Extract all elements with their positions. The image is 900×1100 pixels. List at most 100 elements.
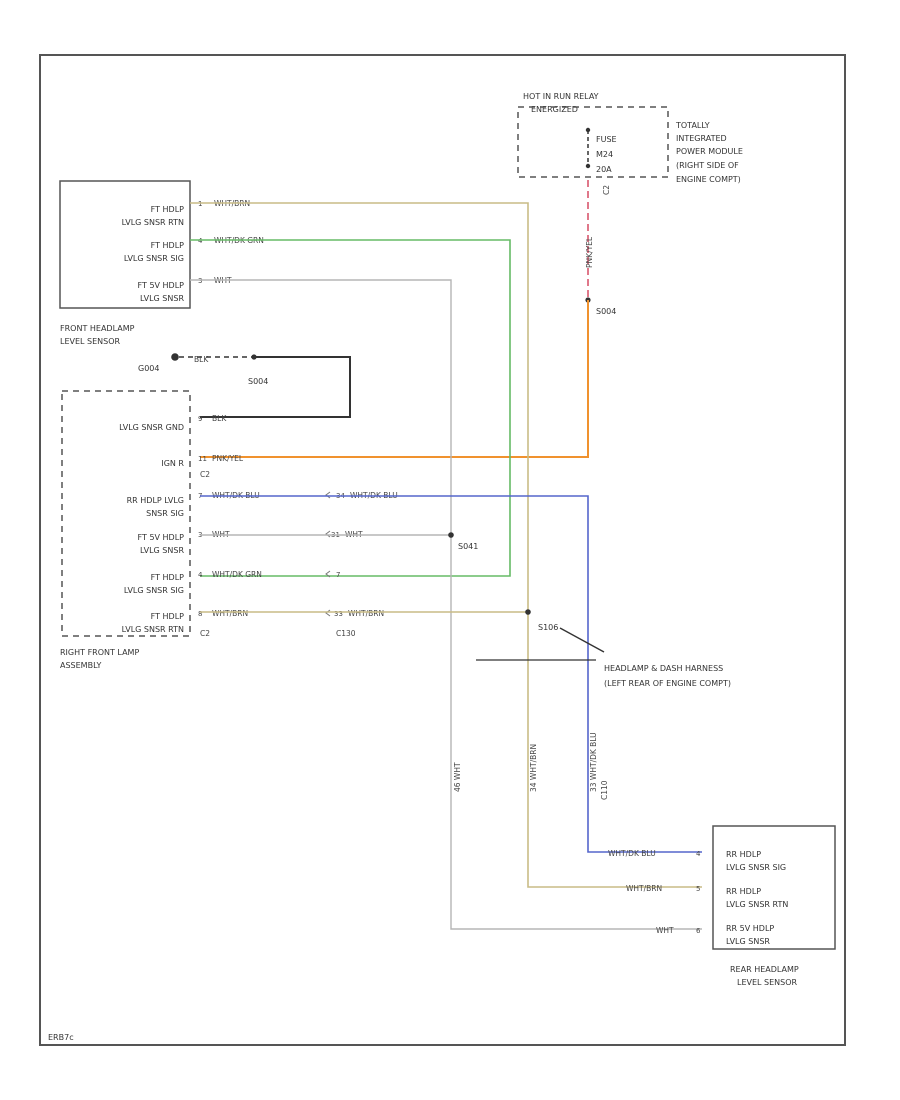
lamp-row1-name: LVLG SNSR GND	[119, 423, 184, 432]
lamp-row5-name-a: FT HDLP	[151, 573, 185, 582]
splice-s106	[525, 609, 531, 615]
tipm-label: TOTALLY INTEGRATED POWER MODULE (RIGHT S…	[675, 121, 743, 184]
wire-tan-rear-rtn	[527, 612, 702, 888]
splice-s106-label: S106	[538, 623, 558, 632]
lamp-row1-wire: BLK	[212, 414, 227, 423]
lamp-label-1: RIGHT FRONT LAMP	[60, 648, 139, 657]
fuse-label-2: M24	[596, 150, 613, 159]
vertical-label-v2: 34 WHT/BRN	[529, 744, 538, 792]
front-sensor-label-2: LEVEL SENSOR	[60, 337, 121, 346]
lamp-row6-wire: WHT/BRN	[212, 609, 248, 618]
wire-white-rear-5v	[450, 535, 702, 930]
front-row3-name-b: LVLG SNSR	[140, 294, 184, 303]
lamp-row3-name-a: RR HDLP LVLG	[127, 496, 184, 505]
lamp-row6-name-a: FT HDLP	[151, 612, 185, 621]
front-row1-name-a: FT HDLP	[151, 205, 185, 214]
ground-g004-label: G004	[138, 364, 159, 373]
s106-leader-line	[559, 627, 605, 653]
rear-row2-name-b: LVLG SNSR RTN	[726, 900, 788, 909]
harness-label-2: (LEFT REAR OF ENGINE COMPT)	[604, 679, 731, 688]
front-row3-pin: 3	[198, 277, 202, 285]
vertical-label-v3: 33 WHT/DK BLU	[589, 732, 598, 792]
front-row3-name-a: FT 5V HDLP	[138, 281, 185, 290]
diagram-frame	[39, 54, 846, 1046]
front-sensor-box	[59, 180, 191, 309]
rear-sensor-label-2: LEVEL SENSOR	[737, 978, 798, 987]
rear-sensor-row-2: WHT/BRN 5 RR HDLP LVLG SNSR RTN	[626, 884, 788, 909]
pink-wire-label: PNK/YEL	[585, 236, 594, 268]
rear-row2-name-a: RR HDLP	[726, 887, 761, 896]
tipm-line-3: POWER MODULE	[676, 147, 743, 156]
lamp-row-ign-r: IGN R 11 PNK/YEL C2	[161, 454, 244, 479]
wire-green-front-sig	[190, 239, 511, 577]
lamp-row2-wire: PNK/YEL	[212, 454, 244, 463]
ground-g004	[171, 353, 179, 361]
splice-s041	[448, 532, 454, 538]
rear-sensor-row-3: WHT 6 RR 5V HDLP LVLG SNSR	[656, 924, 774, 946]
lamp-c2-top: C2	[200, 470, 210, 479]
vertical-label-v1: 46 WHT	[453, 762, 462, 792]
lamp-row3-name-b: SNSR SIG	[146, 509, 184, 518]
tipm-box	[517, 106, 669, 178]
lamp-row-rr-hdlp-sig: RR HDLP LVLG SNSR SIG 7 WHT/DK BLU 34 WH…	[127, 491, 398, 518]
lamp-row-ft-hdlp-sig: FT HDLP LVLG SNSR SIG 4 WHT/DK GRN 7	[124, 570, 341, 595]
wire-black-ground	[200, 356, 351, 418]
front-row1-pin: 1	[198, 200, 202, 208]
harness-label-1: HEADLAMP & DASH HARNESS	[604, 664, 723, 673]
front-row2-pin: 4	[198, 237, 203, 245]
lamp-row4-name-a: FT 5V HDLP	[138, 533, 185, 542]
lamp-row-lvlg-gnd: LVLG SNSR GND 9 BLK	[119, 414, 227, 432]
lamp-row2-name: IGN R	[161, 459, 184, 468]
rear-row3-name-b: LVLG SNSR	[726, 937, 770, 946]
lamp-row5-pin: 4	[198, 571, 203, 579]
tipm-line-4: (RIGHT SIDE OF	[676, 161, 739, 170]
lamp-row5-name-b: LVLG SNSR SIG	[124, 586, 184, 595]
relay-state: ENERGIZED	[531, 105, 578, 114]
splice-s004-top-label: S004	[596, 307, 616, 316]
front-row2-name-b: LVLG SNSR SIG	[124, 254, 184, 263]
rear-row1-wire: WHT/DK BLU	[608, 849, 656, 858]
rear-sensor-label-1: REAR HEADLAMP	[730, 965, 799, 974]
lamp-row6-cwire: WHT/BRN	[348, 609, 384, 618]
footer-code: ERB7c	[48, 1033, 74, 1042]
tipm-line-2: INTEGRATED	[676, 134, 727, 143]
rear-row2-pin: 5	[696, 885, 700, 893]
lamp-c130: C130	[336, 629, 356, 638]
wire-orange-ign	[200, 300, 589, 458]
rear-row3-wire: WHT	[656, 926, 674, 935]
lamp-row-ft-hdlp-rtn: FT HDLP LVLG SNSR RTN 8 WHT/BRN 33 WHT/B…	[122, 609, 384, 638]
relay-connector-label: C2	[602, 185, 611, 195]
c130-connector-marks	[325, 491, 331, 617]
front-row2-name-a: FT HDLP	[151, 241, 185, 250]
rear-row3-pin: 6	[696, 927, 701, 935]
wire-blue-rr-sig	[200, 495, 702, 853]
tipm-line-1: TOTALLY	[675, 121, 710, 130]
front-sensor-label-1: FRONT HEADLAMP	[60, 324, 135, 333]
lamp-row5-cpin: 7	[336, 571, 340, 579]
rear-row1-name-b: LVLG SNSR SIG	[726, 863, 786, 872]
rear-sensor-box	[712, 825, 836, 950]
rear-row1-name-a: RR HDLP	[726, 850, 761, 859]
rear-row2-wire: WHT/BRN	[626, 884, 662, 893]
lamp-row6-name-b: LVLG SNSR RTN	[122, 625, 184, 634]
fuse-label-3: 20A	[596, 165, 612, 174]
rear-row3-name-a: RR 5V HDLP	[726, 924, 774, 933]
fuse-label-1: FUSE	[596, 135, 617, 144]
lamp-row6-pin: 8	[198, 610, 202, 618]
vertical-label-c110: C110	[600, 780, 609, 800]
lamp-row1-pin: 9	[198, 415, 202, 423]
front-row1-name-b: LVLG SNSR RTN	[122, 218, 184, 227]
tipm-line-5: ENGINE COMPT)	[676, 175, 741, 184]
lamp-row2-pin: 11	[198, 455, 207, 463]
relay-title: HOT IN RUN RELAY	[523, 92, 599, 101]
lamp-row4-name-b: LVLG SNSR	[140, 546, 184, 555]
splice-s004-ground-label: S004	[248, 377, 268, 386]
ground-wire-label: BLK	[194, 355, 209, 364]
wire-white-front-5v	[190, 279, 452, 535]
hot-in-run-relay: HOT IN RUN RELAY ENERGIZED FUSE M24 20A …	[517, 92, 669, 195]
lamp-row5-wire: WHT/DK GRN	[212, 570, 262, 579]
rear-sensor-row-1: WHT/DK BLU 4 RR HDLP LVLG SNSR SIG	[608, 849, 786, 872]
lamp-label-2: ASSEMBLY	[60, 661, 101, 670]
splice-s041-label: S041	[458, 542, 478, 551]
